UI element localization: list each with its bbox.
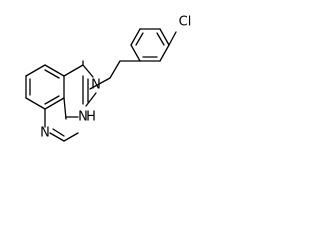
ring-nitrogen-label: N xyxy=(40,126,50,141)
chlorine-label: Cl xyxy=(179,15,192,30)
benzo-ring xyxy=(25,64,65,110)
double-bond-inner xyxy=(44,69,60,79)
nh-nitrogen-label: N xyxy=(78,110,88,125)
bond xyxy=(44,97,65,110)
imine-linker xyxy=(82,60,141,105)
bond xyxy=(25,97,46,110)
double-bond-inner xyxy=(44,95,60,105)
nh-hydrogen-label: H xyxy=(86,110,96,125)
double-bond-inner xyxy=(135,32,144,46)
bond xyxy=(109,60,121,79)
bond xyxy=(159,44,170,62)
imine-nitrogen-label: N xyxy=(91,78,101,93)
bond xyxy=(89,77,111,90)
double-bond-inner xyxy=(156,32,165,46)
bond xyxy=(63,97,67,120)
bond xyxy=(63,64,84,77)
bond xyxy=(130,28,141,46)
bond xyxy=(25,64,46,77)
bond xyxy=(159,28,170,46)
pyrimidine-ring xyxy=(44,64,97,142)
bond xyxy=(168,31,177,46)
chemical-structure: Cl N N N H xyxy=(25,15,192,142)
bond xyxy=(82,64,94,78)
bond xyxy=(85,92,97,107)
bond xyxy=(49,132,65,142)
bond xyxy=(130,44,141,62)
bond xyxy=(63,132,79,142)
chlorophenyl-ring xyxy=(130,28,177,62)
bond xyxy=(44,64,65,77)
double-bond-inner xyxy=(52,128,65,137)
